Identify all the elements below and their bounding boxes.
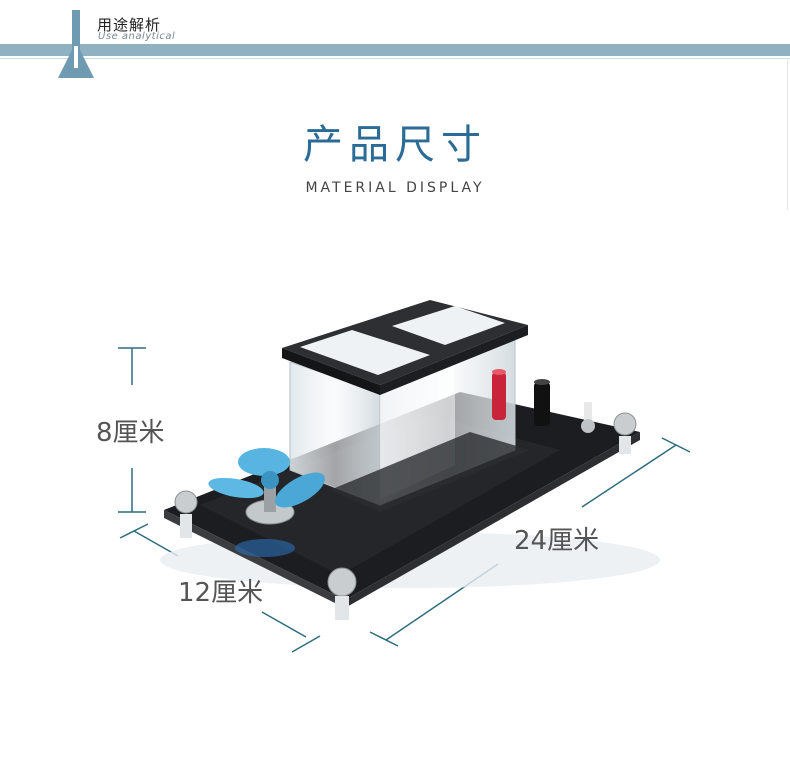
page-subheading: MATERIAL DISPLAY bbox=[305, 180, 485, 196]
flask-icon bbox=[58, 10, 94, 78]
glass-tank bbox=[282, 300, 530, 512]
page-heading: 产品尺寸 bbox=[303, 122, 487, 168]
height-dimension-label: 8厘米 bbox=[96, 418, 165, 448]
header-bar bbox=[0, 44, 790, 56]
terminals bbox=[492, 369, 595, 433]
screws bbox=[174, 412, 637, 620]
section-subtitle: Use analytical bbox=[98, 31, 176, 42]
section-title: 用途解析 bbox=[97, 16, 162, 34]
length-dimension-label: 24厘米 bbox=[514, 526, 600, 556]
page-edge bbox=[787, 60, 788, 210]
width-dimension-label: 12厘米 bbox=[178, 578, 264, 608]
header-divider bbox=[0, 58, 790, 59]
fan bbox=[208, 448, 325, 557]
